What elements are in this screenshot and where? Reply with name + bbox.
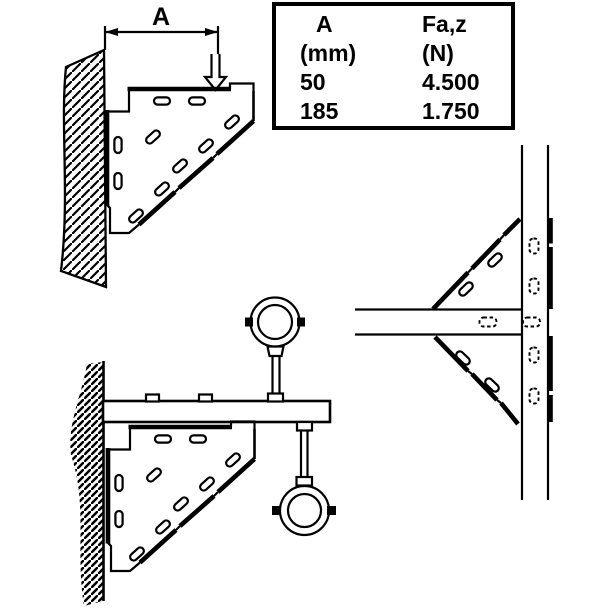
clamp-bolt-right bbox=[297, 317, 305, 327]
dimension-arrow-right bbox=[205, 28, 218, 36]
post-slot bbox=[528, 346, 540, 364]
table-header-faz: Fa,z bbox=[422, 11, 467, 37]
dimension-arrow-left bbox=[105, 28, 118, 36]
wall-hatch bbox=[70, 362, 103, 606]
rod-foot-lower bbox=[295, 420, 314, 432]
right-post-view bbox=[355, 145, 553, 500]
dimension-label: A bbox=[152, 3, 170, 31]
table-unit-n: (N) bbox=[422, 40, 454, 66]
clamp-ring-inner bbox=[256, 303, 294, 341]
cross-beam bbox=[355, 308, 522, 336]
table-header-a: A bbox=[316, 11, 333, 37]
beam-slot bbox=[522, 316, 541, 328]
dimension-annotation: A bbox=[103, 3, 220, 55]
beam-tab bbox=[144, 393, 161, 403]
load-arrow bbox=[202, 54, 229, 92]
threaded-rod-upper bbox=[271, 355, 281, 394]
pipe-clamp-upper bbox=[245, 296, 305, 394]
clamp-bolt-right bbox=[327, 506, 336, 515]
support-beam bbox=[101, 399, 332, 424]
post-slot bbox=[528, 237, 540, 255]
triangle-bracket bbox=[107, 84, 254, 234]
rod-nut bbox=[295, 475, 314, 487]
clamp-bolt-left bbox=[272, 506, 281, 515]
bottom-left-clamp-view bbox=[70, 296, 336, 606]
table-column-force: Fa,z (N) 4.500 1.750 bbox=[422, 10, 511, 126]
clamp-bolt-left bbox=[245, 317, 253, 327]
pipe-clamp-lower bbox=[272, 420, 336, 537]
table-value-faz-row2: 1.750 bbox=[422, 98, 480, 124]
vertical-post bbox=[520, 145, 550, 500]
load-capacity-table: A (mm) 50 185 Fa,z (N) 4.500 1.750 bbox=[272, 2, 515, 130]
rod-foot-upper bbox=[266, 392, 285, 403]
beam-tab bbox=[197, 393, 214, 403]
top-left-bracket-view: A bbox=[59, 3, 254, 289]
lower-bracket bbox=[433, 335, 520, 426]
post-slot bbox=[528, 387, 540, 405]
table-column-distance: A (mm) 50 185 bbox=[276, 10, 422, 126]
threaded-rod-lower bbox=[299, 430, 309, 477]
rod-nut bbox=[266, 345, 285, 358]
bracket-slot bbox=[453, 348, 473, 368]
post-slot bbox=[528, 277, 540, 295]
bracket-slot bbox=[485, 250, 505, 270]
table-value-faz-row1: 4.500 bbox=[422, 69, 480, 95]
wall-section-hatched bbox=[59, 48, 108, 289]
clamp-ring-inner bbox=[286, 492, 323, 529]
table-value-a-row2: 185 bbox=[300, 98, 339, 124]
table-value-a-row1: 50 bbox=[300, 69, 326, 95]
triangle-bracket bbox=[108, 422, 255, 572]
upper-bracket bbox=[431, 217, 522, 311]
beam-slot bbox=[478, 316, 498, 328]
table-unit-mm: (mm) bbox=[300, 40, 357, 66]
